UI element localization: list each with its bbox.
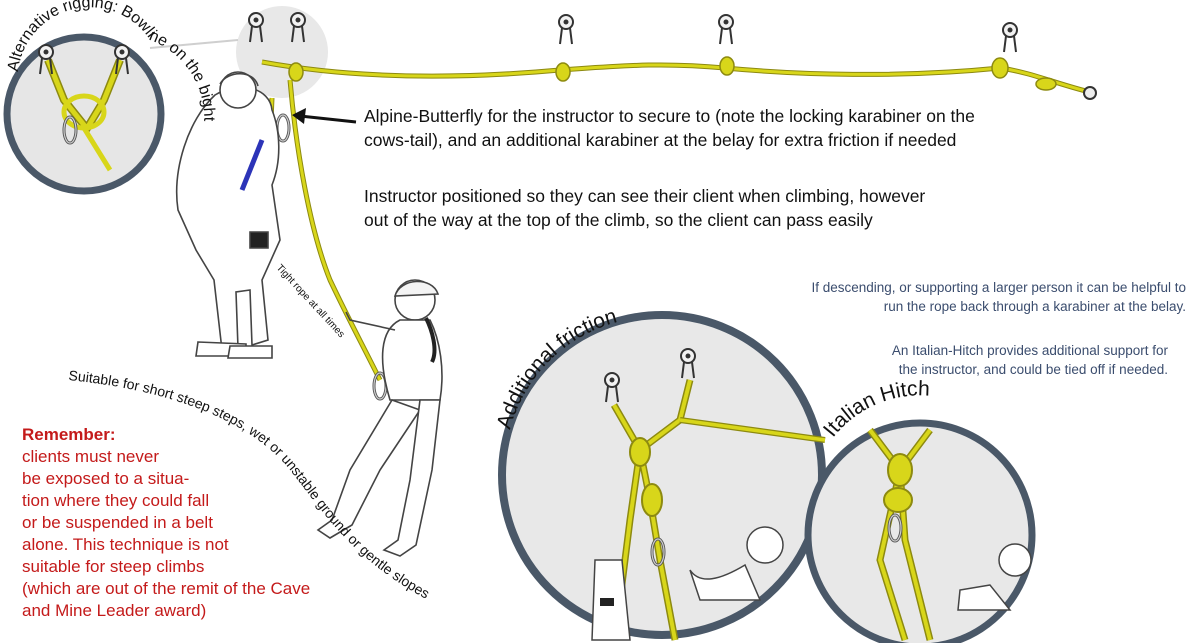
remember-line: or be suspended in a belt <box>22 512 342 534</box>
descending-note-line1: If descending, or supporting a larger pe… <box>660 278 1186 297</box>
remember-line: suitable for steep climbs <box>22 556 342 578</box>
position-note-line1: Instructor positioned so they can see th… <box>364 184 1084 208</box>
descending-note-line2: run the rope back through a karabiner at… <box>660 297 1186 316</box>
butterfly-note: Alpine-Butterfly for the instructor to s… <box>364 104 1164 152</box>
italian-hitch-note-line2: the instructor, and could be tied off if… <box>760 360 1168 379</box>
position-note-line2: out of the way at the top of the climb, … <box>364 208 1084 232</box>
hanger-bolt-icon <box>249 13 1017 52</box>
remember-line: (which are out of the remit of the Cave <box>22 578 342 600</box>
butterfly-pointer-arrow <box>300 116 356 122</box>
italian-hitch-inset <box>808 423 1032 643</box>
butterfly-note-line1: Alpine-Butterfly for the instructor to s… <box>364 104 1164 128</box>
tight-rope-label: Tight rope at all times <box>274 263 347 341</box>
italian-hitch-note: An Italian-Hitch provides additional sup… <box>760 341 1168 379</box>
instructor-figure <box>177 72 280 358</box>
italian-hitch-note-line1: An Italian-Hitch provides additional sup… <box>760 341 1168 360</box>
remember-block: Remember: clients must never be exposed … <box>22 424 342 622</box>
remember-heading: Remember: <box>22 424 342 446</box>
remember-line: alone. This technique is not <box>22 534 342 556</box>
descending-note: If descending, or supporting a larger pe… <box>660 278 1186 316</box>
remember-line: clients must never <box>22 446 342 468</box>
remember-line: tion where they could fall <box>22 490 342 512</box>
remember-line: be exposed to a situa- <box>22 468 342 490</box>
remember-line: and Mine Leader award) <box>22 600 342 622</box>
position-note: Instructor positioned so they can see th… <box>364 184 1084 232</box>
butterfly-note-line2: cows-tail), and an additional karabiner … <box>364 128 1164 152</box>
alt-rigging-inset <box>7 37 161 191</box>
karabiner-icon <box>1084 87 1096 99</box>
